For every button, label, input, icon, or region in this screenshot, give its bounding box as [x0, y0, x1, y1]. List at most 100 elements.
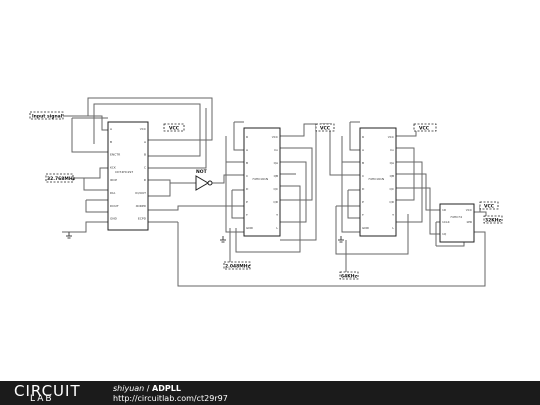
pin-label: B	[246, 161, 248, 165]
not-gate[interactable]: NOT	[195, 169, 213, 191]
pin-label: XORPD	[136, 204, 147, 208]
chip-name: 74HC161N	[368, 177, 384, 181]
pin-label: L	[392, 226, 394, 230]
pin-label: C	[362, 174, 364, 178]
wire	[349, 122, 360, 151]
wire	[396, 173, 440, 211]
chip-body	[107, 121, 149, 231]
wire	[93, 103, 201, 157]
label-text: VCC	[484, 204, 495, 210]
label-text: Input signal	[32, 114, 63, 120]
wire	[87, 97, 213, 141]
pin-label: R	[246, 135, 248, 139]
wire	[280, 161, 307, 223]
not-gate-triangle	[195, 175, 209, 191]
pin-label: B	[362, 161, 364, 165]
wire	[233, 122, 244, 151]
wire	[85, 200, 108, 213]
wire	[177, 222, 486, 287]
pin-label: T	[361, 213, 364, 217]
pin-label: D	[144, 178, 147, 182]
pin-label: D	[362, 187, 365, 191]
chip-body	[359, 127, 397, 237]
pin-label: ECPD	[138, 217, 147, 221]
pin-label: T	[245, 213, 248, 217]
chip-name: 74HC161N	[252, 177, 268, 181]
pin-label: B	[144, 153, 146, 157]
pin-label: VCC	[140, 127, 146, 131]
pin-label: D	[246, 187, 249, 191]
not-gate-bubble	[207, 180, 213, 186]
pin-label: VCC	[388, 135, 394, 139]
circuit-title: ADPLL	[152, 384, 181, 393]
pin-label: A	[362, 148, 365, 152]
pin-label: ID/OUT	[135, 191, 146, 195]
label-text: 2.048MHz	[225, 264, 250, 270]
chip-name: 74HC74	[450, 215, 462, 219]
label-vcc[interactable]: VCC	[315, 123, 335, 132]
pin-label: Co	[390, 148, 394, 152]
wire	[474, 206, 481, 213]
pin-label: QC	[390, 187, 394, 191]
wire	[62, 221, 108, 233]
pin-label: L	[276, 226, 278, 230]
ground-icon	[66, 232, 72, 239]
pin-label: A	[246, 148, 249, 152]
pin-label: T	[275, 213, 278, 217]
pin-label: IDCP	[110, 178, 117, 182]
chip-body	[243, 127, 281, 237]
wire	[148, 183, 171, 197]
label-input-signal[interactable]: Input signal	[29, 111, 64, 120]
wire	[280, 123, 316, 137]
pin-label: VCC	[466, 208, 472, 212]
not-gate-label: NOT	[196, 169, 208, 175]
circuit-url[interactable]: http://circuitlab.com/ct29r97	[113, 394, 228, 403]
label-text: 32.768MHz	[47, 176, 76, 182]
chip-name: CD74HC297	[115, 170, 133, 174]
pin-label: P	[246, 200, 248, 204]
pin-label: A	[110, 127, 113, 131]
label-clock[interactable]: 32.768MHz	[45, 173, 76, 183]
label-vcc[interactable]: VCC	[413, 123, 437, 132]
pin-label: DIA	[110, 191, 116, 195]
label-2048mhz[interactable]: 2.048MHz	[223, 261, 250, 270]
wire	[225, 136, 244, 233]
wire	[235, 185, 301, 253]
pin-label: ENCTR	[110, 153, 120, 157]
pin-label: VCC	[272, 135, 278, 139]
wires	[62, 97, 487, 287]
chip-body	[439, 203, 475, 243]
pin-label: B	[110, 140, 112, 144]
wire	[396, 161, 423, 223]
circuitlab-logo-sub: LAB	[30, 394, 54, 404]
circuitlab-logo[interactable]: CIRCUIT	[14, 382, 81, 400]
ground-icon	[338, 236, 344, 243]
pin-label: R	[362, 135, 364, 139]
label-vcc[interactable]: VCC	[479, 201, 499, 210]
wire	[280, 124, 317, 241]
label-text: 64KHz	[341, 274, 358, 280]
pin-label: DOUT	[110, 204, 119, 208]
label-vcc[interactable]: VCC	[163, 123, 185, 132]
pin-label: C	[246, 174, 248, 178]
label-64khz[interactable]: 64KHz	[339, 271, 359, 280]
footer-bar: CIRCUIT LAB shiyuan / ADPLL http://circu…	[0, 381, 540, 405]
pin-label: KCK	[110, 165, 117, 169]
label-text: 32KHz	[485, 218, 502, 224]
wire	[212, 174, 244, 184]
author-link[interactable]: shiyuan	[113, 384, 145, 393]
label-32khz[interactable]: 32KHz	[483, 215, 503, 224]
